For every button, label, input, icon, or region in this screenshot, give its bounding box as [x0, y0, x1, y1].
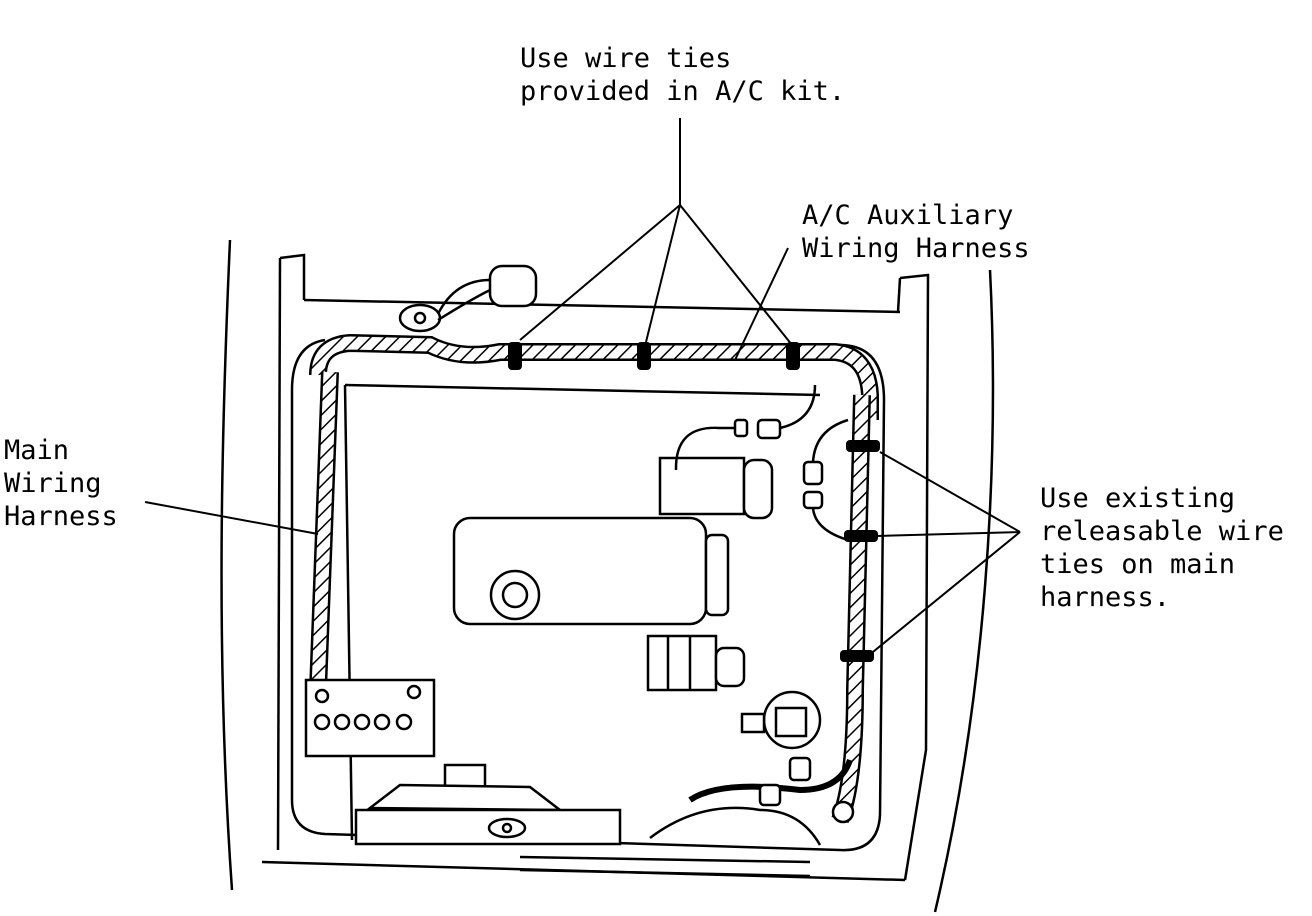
- callout-main-harness-line3: Harness: [4, 501, 118, 532]
- releasable-tie-group: [840, 440, 880, 662]
- relay-block: [658, 384, 817, 520]
- callout-existing-ties: Use existing releasable wire ties on mai…: [1040, 482, 1284, 614]
- terminal-plate: [304, 678, 436, 758]
- main-wiring-harness-right: [831, 394, 871, 824]
- callout-wire-ties-line1: Use wire ties: [520, 43, 732, 74]
- console-frame: [261, 253, 930, 882]
- callout-aux-harness-line2: Wiring Harness: [802, 233, 1030, 264]
- callout-main-harness: Main Wiring Harness: [4, 434, 118, 533]
- callout-wire-ties-line2: provided in A/C kit.: [520, 76, 846, 107]
- small-relay: [646, 634, 746, 692]
- callout-existing-ties-line2: releasable wire: [1040, 516, 1284, 547]
- callout-wire-ties: Use wire ties provided in A/C kit.: [520, 42, 845, 108]
- main-wiring-harness-left: [309, 371, 339, 691]
- callout-existing-ties-line1: Use existing: [1040, 483, 1236, 514]
- leader-lines: [144, 118, 1021, 657]
- callout-aux-harness: A/C Auxiliary Wiring Harness: [802, 199, 1030, 265]
- callout-aux-harness-line1: A/C Auxiliary: [802, 200, 1014, 231]
- fuse-connector: [802, 418, 849, 542]
- wire-tie-group-top: [508, 342, 800, 370]
- tray-outline: [290, 338, 886, 852]
- bottom-right-connectors: [688, 756, 855, 824]
- control-module: [452, 516, 730, 626]
- blower-component: [740, 690, 822, 750]
- top-connector: [398, 264, 538, 333]
- bottom-rails: [519, 855, 811, 878]
- console-body-outline: [220, 239, 995, 913]
- callout-existing-ties-line3: ties on main: [1040, 549, 1236, 580]
- callout-main-harness-line2: Wiring: [4, 468, 102, 499]
- bottom-motor: [354, 763, 822, 846]
- callout-existing-ties-line4: harness.: [1040, 582, 1171, 613]
- aux-wiring-harness: [309, 333, 879, 420]
- callout-main-harness-line1: Main: [4, 435, 70, 466]
